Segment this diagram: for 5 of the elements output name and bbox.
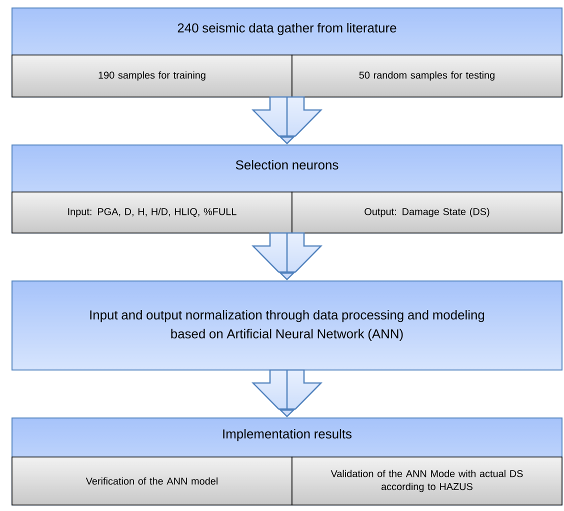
block-arrow [251, 96, 323, 144]
sub-step-box: Validation of the ANN Mode with actual DS according to HAZUS [292, 456, 562, 506]
block-arrow [251, 232, 323, 280]
sub-step-box: Verification of the ANN model [12, 456, 292, 506]
block-arrow [251, 369, 323, 418]
